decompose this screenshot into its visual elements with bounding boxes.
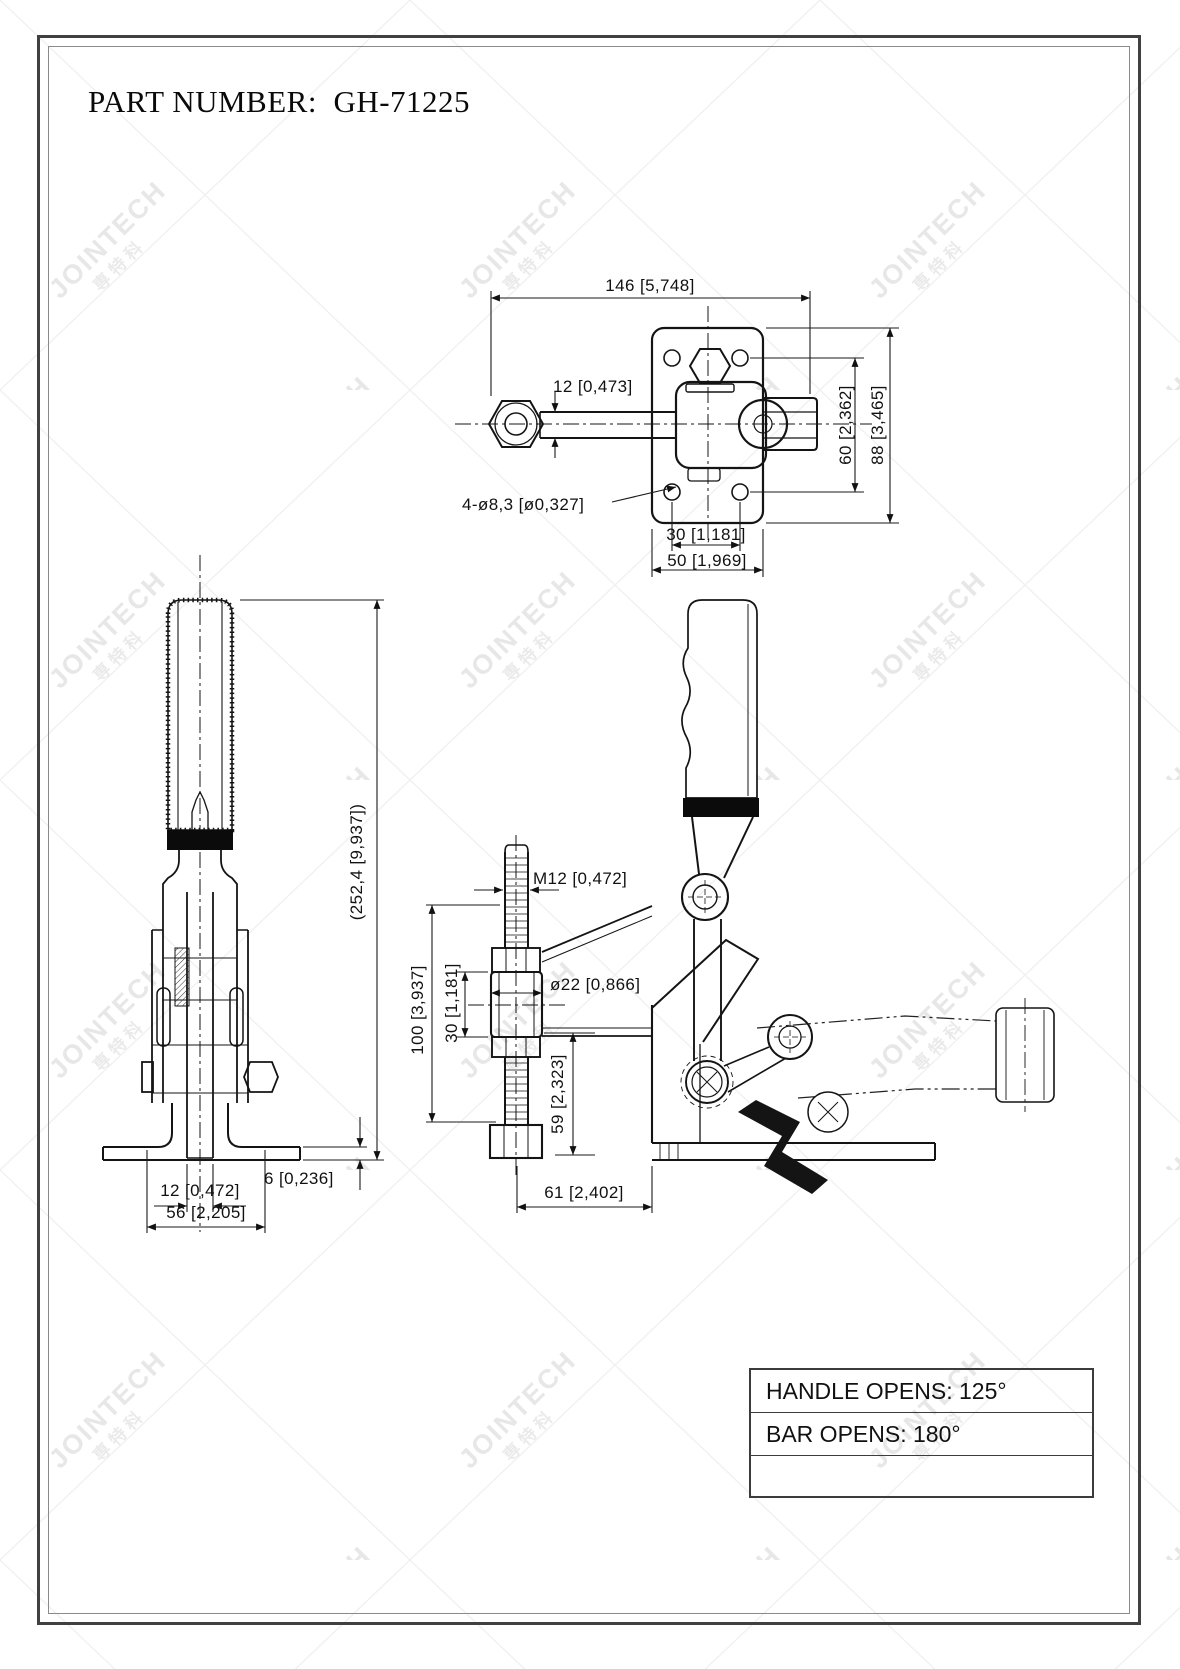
dim-50: 50 [1,969]: [667, 551, 747, 570]
dim-12-top: 12 [0,473]: [553, 377, 633, 396]
dim-30-side: 30 [1,181]: [442, 963, 461, 1043]
sheet-border-inner: [48, 46, 1130, 1614]
dim-dia22: ø22 [0,866]: [550, 975, 641, 994]
dim-holes: 4-ø8,3 [ø0,327]: [462, 495, 585, 514]
spec-row-empty: [751, 1456, 1092, 1499]
dim-100: 100 [3,937]: [408, 965, 427, 1055]
dim-252: (252,4 [9,937]): [347, 803, 366, 921]
dim-60: 60 [2,362]: [836, 385, 855, 465]
sheet-border-outer: [37, 35, 1141, 1625]
front-view: [102, 555, 301, 1232]
dim-61: 61 [2,402]: [544, 1183, 624, 1202]
front-view-dims: [146, 599, 384, 1233]
spec-row-handle-opens: HANDLE OPENS: 125°: [751, 1370, 1092, 1413]
dim-146: 146 [5,748]: [605, 276, 695, 295]
spec-table: HANDLE OPENS: 125° BAR OPENS: 180°: [749, 1368, 1094, 1498]
part-number-title: PART NUMBER: GH-71225: [88, 84, 471, 119]
dim-88: 88 [3,465]: [868, 385, 887, 465]
spec-row-bar-opens: BAR OPENS: 180°: [751, 1413, 1092, 1456]
dim-30-top: 30 [1,181]: [666, 525, 746, 544]
dim-6: 6 [0,236]: [264, 1169, 334, 1188]
top-view: [455, 306, 872, 540]
dim-12-front: 12 [0,472]: [160, 1181, 240, 1200]
dim-56: 56 [2,205]: [166, 1203, 246, 1222]
side-view: [468, 599, 1055, 1194]
dim-m12: M12 [0,472]: [533, 869, 628, 888]
dim-59: 59 [2,323]: [548, 1054, 567, 1134]
top-view-dims: [490, 291, 899, 577]
side-view-dims: [426, 886, 653, 1213]
